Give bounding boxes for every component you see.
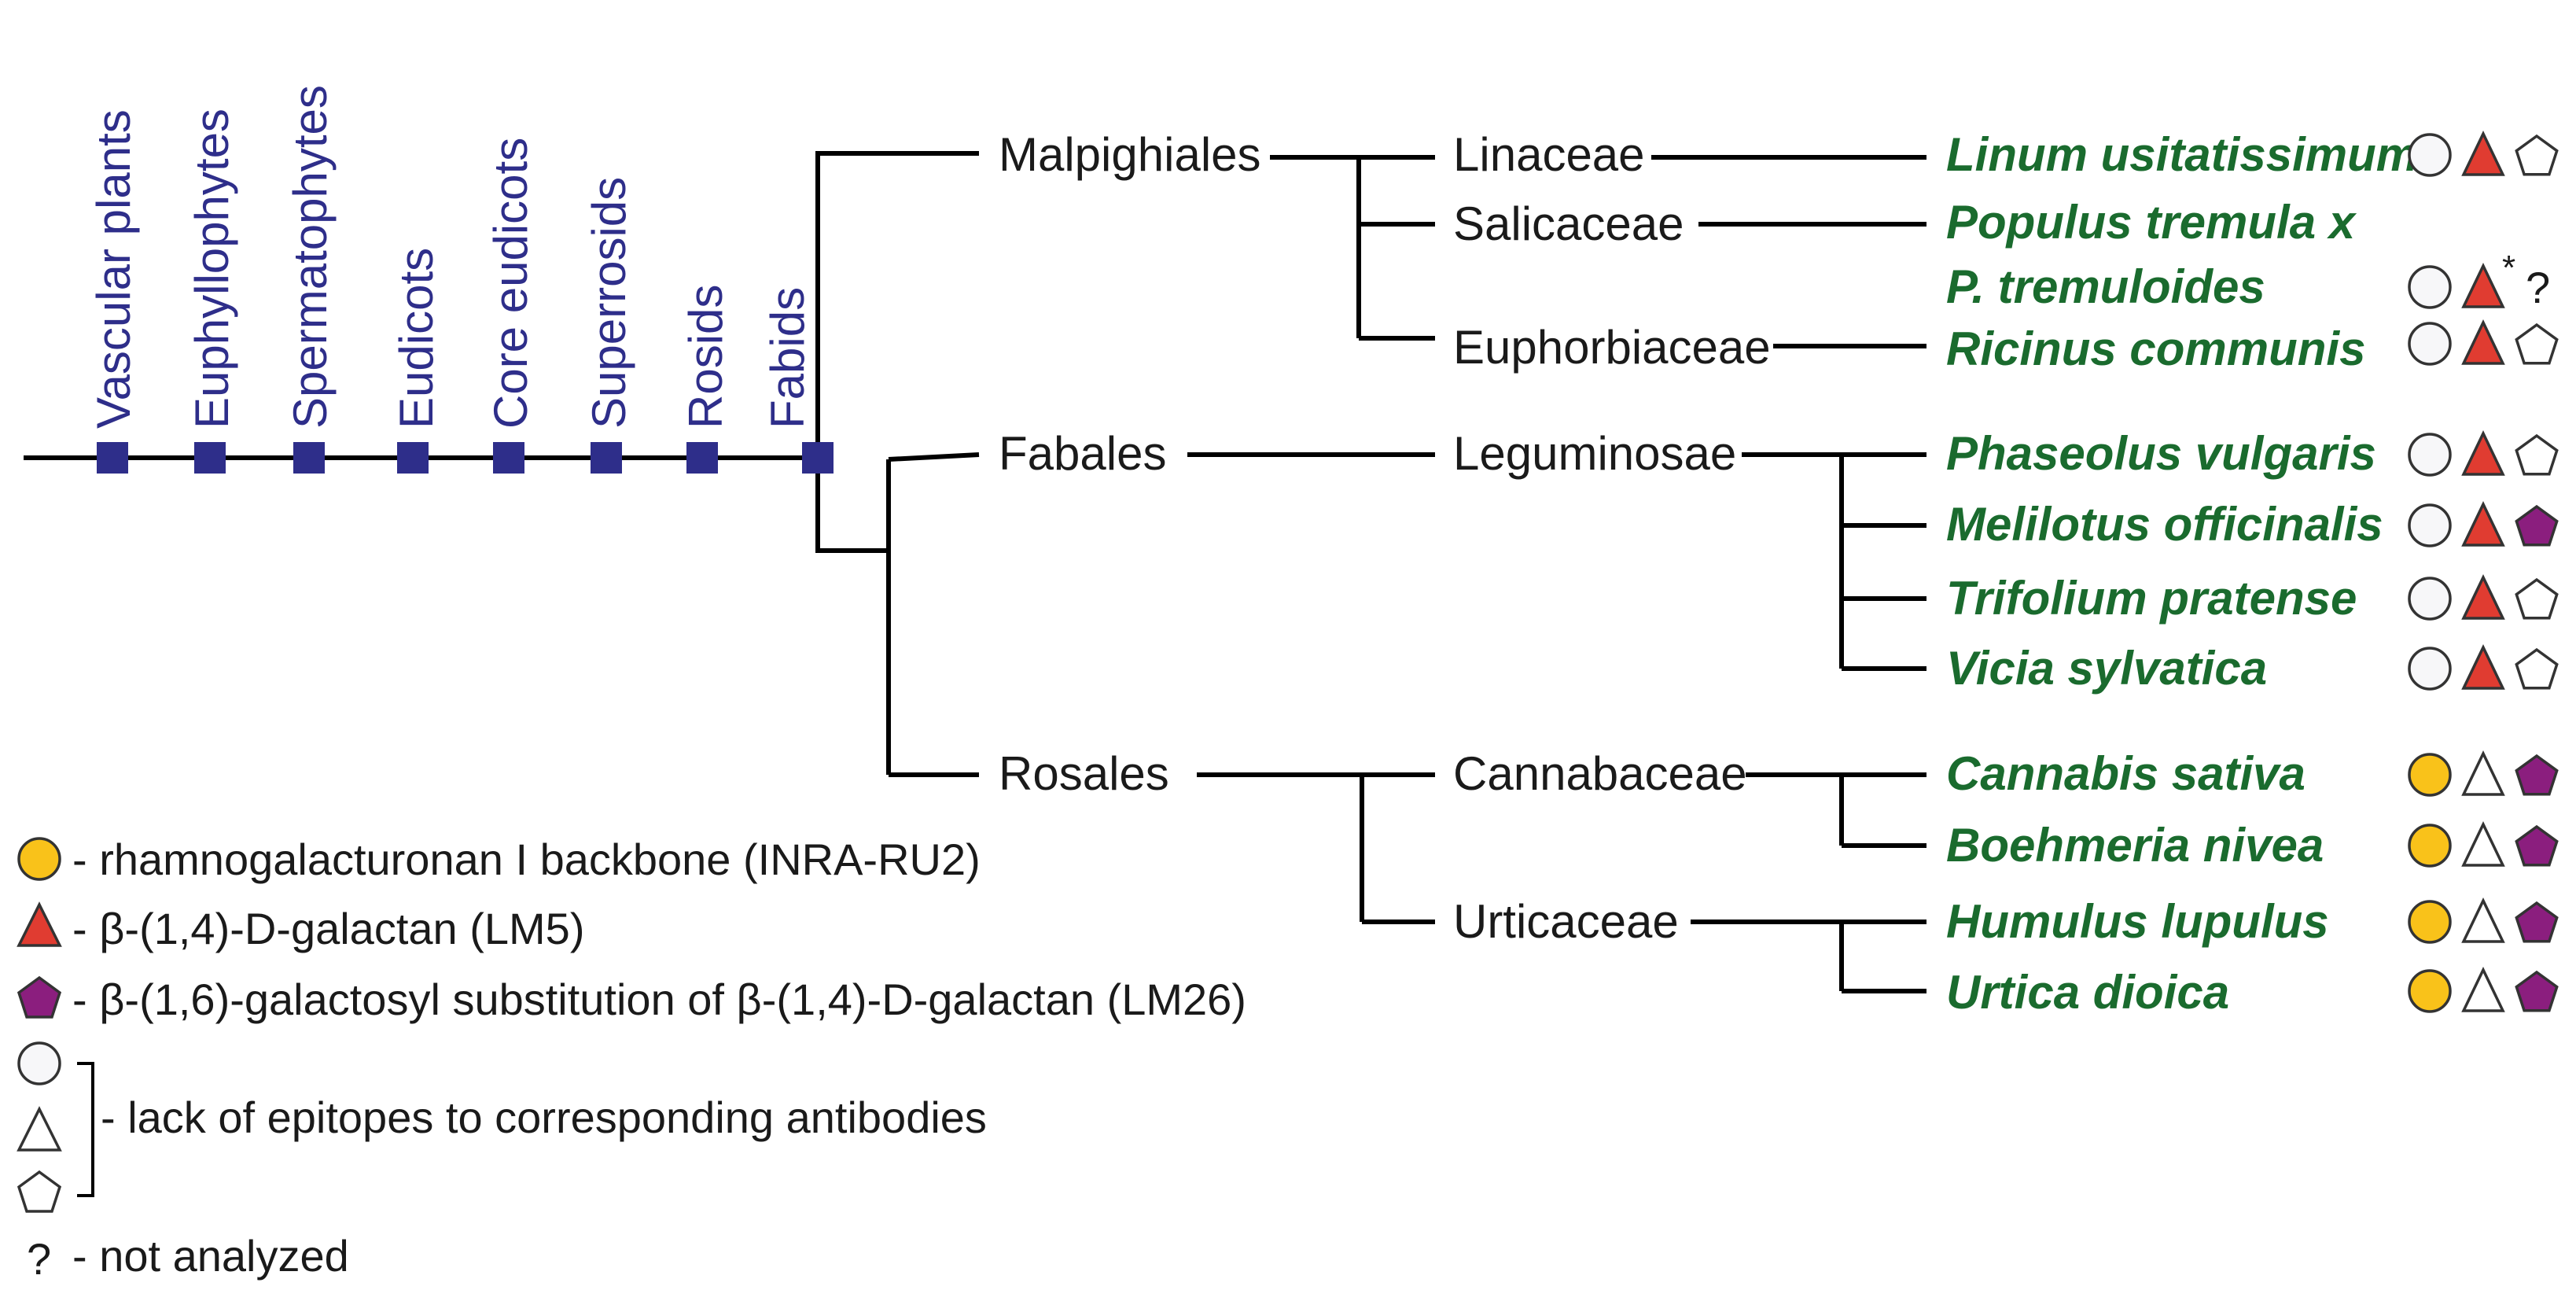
legend-not-analyzed-label: - not analyzed <box>72 1231 349 1281</box>
species-label-cannabis: Cannabis sativa <box>1946 747 2306 800</box>
galactan-epitope-triangle-icon <box>2461 643 2505 690</box>
legend-absent-circle-icon <box>17 1041 61 1085</box>
rg1-epitope-circle-icon <box>2408 503 2452 547</box>
clade-label-euphyllophytes: Euphyllophytes <box>186 109 238 429</box>
species-label-populus-line1: Populus tremula x <box>1946 196 2357 249</box>
substitution-epitope-pentagon-icon <box>2515 577 2559 620</box>
galactan-footnote-mark: * <box>2502 249 2515 287</box>
galactan-epitope-triangle-icon <box>2461 820 2505 867</box>
branch-to-fabales <box>888 452 980 462</box>
substitution-epitope-pentagon-icon <box>2515 647 2559 690</box>
substitution-epitope-pentagon-icon <box>2515 504 2559 547</box>
species-label-vicia: Vicia sylvatica <box>1946 642 2267 695</box>
family-label-leguminosae: Leguminosae <box>1453 427 1736 480</box>
epitope-symbol-rows: *? <box>2408 130 2559 1013</box>
substitution-epitope-pentagon-icon <box>2515 824 2559 867</box>
substitution-epitope-pentagon-icon <box>2515 901 2559 943</box>
species-labels: Linum usitatissimum Populus tremula x P.… <box>1946 128 2418 1019</box>
clade-marker <box>397 442 429 474</box>
legend-substitution-label: - β-(1,6)-galactosyl substitution of β-(… <box>72 975 1246 1024</box>
rg1-epitope-circle-icon <box>2408 647 2452 691</box>
species-label-melilotus: Melilotus officinalis <box>1946 498 2383 551</box>
substitution-epitope-pentagon-icon <box>2515 754 2559 796</box>
legend: - rhamnogalacturonan I backbone (INRA-RU… <box>17 835 1246 1284</box>
species-label-phaseolus: Phaseolus vulgaris <box>1946 427 2376 480</box>
rg1-epitope-circle-icon <box>2408 753 2452 797</box>
legend-not-analyzed-symbol: ? <box>27 1234 51 1284</box>
galactan-epitope-triangle-icon <box>2461 750 2505 796</box>
legend-absent-label: - lack of epitopes to corresponding anti… <box>101 1093 987 1142</box>
not-analyzed-mark: ? <box>2526 263 2550 312</box>
species-label-humulus: Humulus lupulus <box>1946 895 2329 948</box>
clade-marker <box>686 442 718 474</box>
order-label-fabales: Fabales <box>999 427 1166 480</box>
species-label-trifolium: Trifolium pratense <box>1946 572 2357 625</box>
order-label-rosales: Rosales <box>999 747 1169 800</box>
legend-galactan-label: - β-(1,4)-D-galactan (LM5) <box>72 904 584 953</box>
family-label-euphorbiaceae: Euphorbiaceae <box>1453 321 1771 374</box>
family-label-salicaceae: Salicaceae <box>1453 197 1684 250</box>
clade-markers <box>97 442 834 474</box>
clade-marker <box>194 442 226 474</box>
species-label-urtica: Urtica dioica <box>1946 966 2229 1019</box>
legend-rg1-icon <box>17 837 61 881</box>
family-label-cannabaceae: Cannabaceae <box>1453 747 1747 800</box>
legend-substitution-icon <box>17 975 62 1019</box>
species-label-boehmeria: Boehmeria nivea <box>1946 819 2324 872</box>
clade-label-vascular-plants: Vascular plants <box>87 109 140 429</box>
clade-labels: Vascular plants Euphyllophytes Spermatop… <box>87 85 814 429</box>
family-label-urticaceae: Urticaceae <box>1453 895 1679 948</box>
branch-fabids-malpighiales <box>815 151 979 458</box>
clade-label-fabids: Fabids <box>761 287 814 429</box>
galactan-epitope-triangle-icon <box>2461 130 2505 176</box>
clade-label-spermatophytes: Spermatophytes <box>284 85 337 429</box>
substitution-epitope-pentagon-icon <box>2515 134 2559 176</box>
legend-bracket <box>77 1062 94 1197</box>
order-label-malpighiales: Malpighiales <box>999 128 1261 181</box>
clade-label-eudicots: Eudicots <box>390 248 443 429</box>
rg1-epitope-circle-icon <box>2408 900 2452 944</box>
branch-fabids-nfc <box>815 458 889 553</box>
rg1-epitope-circle-icon <box>2408 133 2452 177</box>
rg1-epitope-circle-icon <box>2408 265 2452 309</box>
family-label-linaceae: Linaceae <box>1453 128 1645 181</box>
clade-marker <box>591 442 622 474</box>
legend-absent-triangle-icon <box>17 1106 62 1152</box>
tree-branches <box>24 151 1926 993</box>
rg1-epitope-circle-icon <box>2408 824 2452 868</box>
galactan-epitope-triangle-icon <box>2461 262 2505 308</box>
galactan-epitope-triangle-icon <box>2461 897 2505 943</box>
rg1-epitope-circle-icon <box>2408 322 2452 366</box>
substitution-epitope-pentagon-icon <box>2515 970 2559 1012</box>
order-labels: Malpighiales Fabales Rosales <box>999 128 1261 800</box>
legend-galactan-icon <box>17 901 62 947</box>
clade-label-superrosids: Superrosids <box>583 177 635 429</box>
rg1-epitope-circle-icon <box>2408 433 2452 477</box>
clade-marker <box>802 442 834 474</box>
clade-marker <box>97 442 128 474</box>
galactan-epitope-triangle-icon <box>2461 429 2505 476</box>
galactan-epitope-triangle-icon <box>2461 966 2505 1012</box>
galactan-epitope-triangle-icon <box>2461 573 2505 620</box>
species-label-linum: Linum usitatissimum <box>1946 128 2418 181</box>
legend-absent-pentagon-icon <box>17 1170 62 1213</box>
family-labels: Linaceae Salicaceae Euphorbiaceae Legumi… <box>1453 128 1771 948</box>
legend-rg1-label: - rhamnogalacturonan I backbone (INRA-RU… <box>72 835 981 884</box>
clade-marker <box>293 442 325 474</box>
galactan-epitope-triangle-icon <box>2461 319 2505 365</box>
species-label-ricinus: Ricinus communis <box>1946 322 2365 375</box>
clade-label-core-eudicots: Core eudicots <box>484 138 537 429</box>
clade-label-rosids: Rosids <box>679 285 732 429</box>
rg1-epitope-circle-icon <box>2408 577 2452 621</box>
clade-marker <box>493 442 524 474</box>
substitution-epitope-pentagon-icon <box>2515 433 2559 476</box>
species-label-populus-line2: P. tremuloides <box>1946 260 2265 313</box>
galactan-epitope-triangle-icon <box>2461 500 2505 547</box>
substitution-epitope-pentagon-icon <box>2515 322 2559 365</box>
rg1-epitope-circle-icon <box>2408 969 2452 1013</box>
